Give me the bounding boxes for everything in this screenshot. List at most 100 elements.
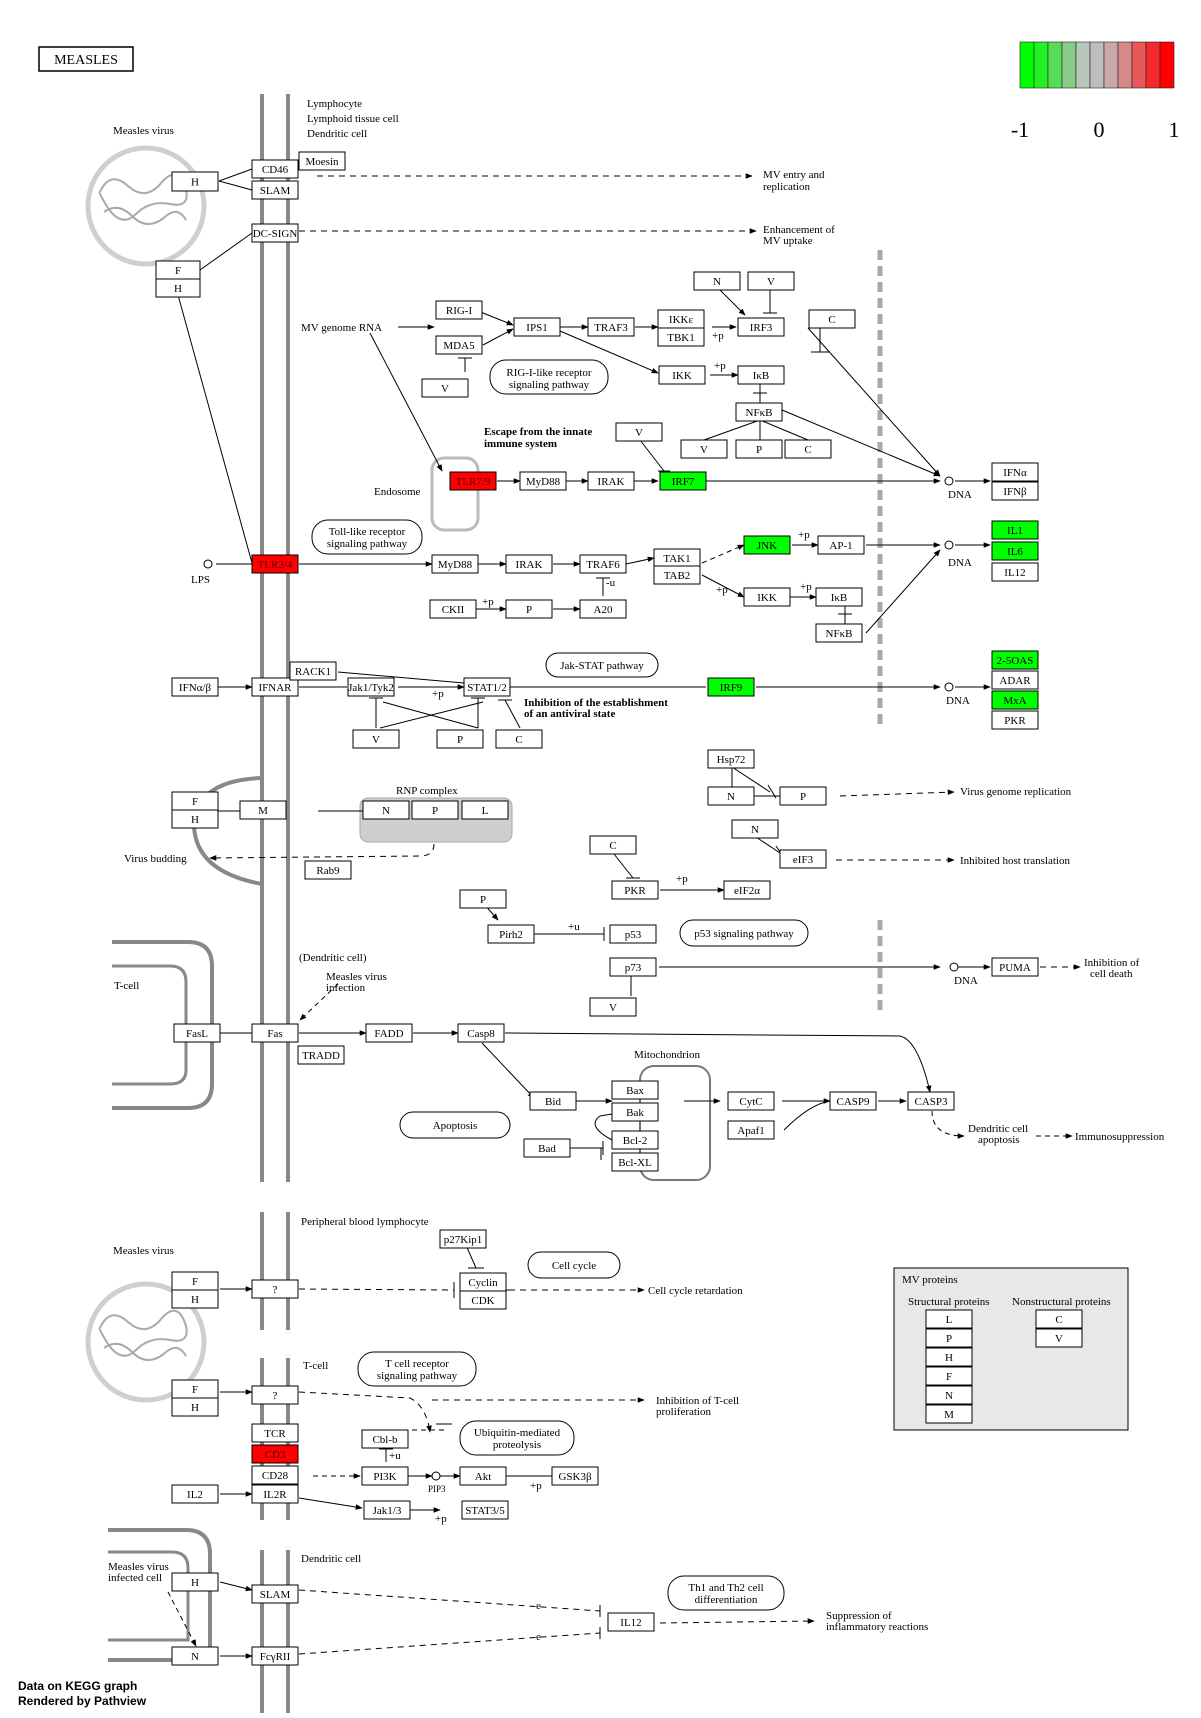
gene-node-ckii[interactable]: CKII bbox=[429, 599, 477, 619]
gene-node-il2r[interactable]: IL2R bbox=[251, 1484, 299, 1504]
gene-node-slam[interactable]: SLAM bbox=[251, 1584, 299, 1604]
gene-node-box[interactable] bbox=[505, 554, 553, 574]
gene-node-2-5oas[interactable]: 2-5OAS bbox=[991, 650, 1039, 670]
pathway-jak-ref[interactable]: Jak-STAT pathway bbox=[545, 652, 659, 678]
gene-node-box[interactable] bbox=[607, 1612, 655, 1632]
gene-node-h[interactable]: H bbox=[171, 171, 219, 192]
pathway-tcr-ref[interactable]: T cell receptor signaling pathway bbox=[357, 1351, 477, 1387]
gene-node-f[interactable]: F bbox=[171, 791, 219, 811]
gene-node-p[interactable]: P bbox=[411, 800, 459, 820]
gene-node-casp3[interactable]: CASP3 bbox=[907, 1091, 955, 1111]
gene-node-cytc[interactable]: CytC bbox=[727, 1091, 775, 1111]
gene-node-f[interactable]: F bbox=[925, 1366, 973, 1386]
gene-node-fc-rii[interactable]: FcγRII bbox=[251, 1646, 299, 1666]
gene-node-cdk[interactable]: CDK bbox=[459, 1290, 507, 1310]
gene-node-box[interactable] bbox=[723, 880, 771, 900]
gene-node-box[interactable] bbox=[991, 670, 1039, 690]
gene-node-box[interactable] bbox=[731, 819, 779, 839]
gene-node-box[interactable] bbox=[347, 677, 395, 697]
gene-node-nf-b[interactable]: NFκB bbox=[735, 402, 783, 422]
gene-node-il12[interactable]: IL12 bbox=[991, 562, 1039, 582]
gene-node-box[interactable] bbox=[611, 1130, 659, 1150]
gene-node-box[interactable] bbox=[461, 1500, 509, 1520]
gene-node-box[interactable] bbox=[707, 677, 755, 697]
pathway-ubiq-ref[interactable]: Ubiquitin-mediated proteolysis bbox=[459, 1420, 575, 1456]
gene-node-box[interactable] bbox=[735, 439, 783, 459]
gene-node-box[interactable] bbox=[487, 924, 535, 944]
gene-node-tcr[interactable]: TCR bbox=[251, 1423, 299, 1443]
gene-node-apaf1[interactable]: Apaf1 bbox=[727, 1120, 775, 1140]
gene-node-box[interactable] bbox=[784, 439, 832, 459]
gene-node-eif2-[interactable]: eIF2α bbox=[723, 880, 771, 900]
gene-node-box[interactable] bbox=[991, 462, 1039, 482]
gene-node-box[interactable] bbox=[925, 1347, 973, 1367]
gene-node-ips1[interactable]: IPS1 bbox=[513, 317, 561, 337]
gene-node-ifn-[interactable]: IFNβ bbox=[991, 481, 1039, 501]
gene-node-box[interactable] bbox=[609, 957, 657, 977]
gene-node-tak1[interactable]: TAK1 bbox=[653, 548, 701, 568]
gene-node-box[interactable] bbox=[579, 599, 627, 619]
gene-node-irf3[interactable]: IRF3 bbox=[737, 317, 785, 337]
gene-node-cd46[interactable]: CD46 bbox=[251, 159, 299, 179]
gene-node-box[interactable] bbox=[815, 587, 863, 607]
gene-node-ikk[interactable]: IKK bbox=[743, 587, 791, 607]
gene-node-m[interactable]: M bbox=[239, 800, 287, 820]
gene-node-box[interactable] bbox=[587, 471, 635, 491]
gene-node-ap-1[interactable]: AP-1 bbox=[817, 535, 865, 555]
gene-node-box[interactable] bbox=[251, 1646, 299, 1666]
gene-node-box[interactable] bbox=[737, 365, 785, 385]
gene-node-p[interactable]: P bbox=[779, 786, 827, 806]
gene-node-pkr[interactable]: PKR bbox=[611, 880, 659, 900]
gene-node-tlr2-4[interactable]: TLR2/4 bbox=[251, 554, 299, 574]
gene-node-box[interactable] bbox=[587, 317, 635, 337]
gene-node-casp9[interactable]: CASP9 bbox=[829, 1091, 877, 1111]
gene-node-gsk3-[interactable]: GSK3β bbox=[551, 1466, 599, 1486]
gene-node-box[interactable] bbox=[727, 1091, 775, 1111]
gene-node-h[interactable]: H bbox=[171, 1572, 219, 1592]
gene-node-c[interactable]: C bbox=[495, 729, 543, 749]
pathway-rig-ref[interactable]: RIG-I-like receptor signaling pathway bbox=[489, 359, 609, 395]
gene-node-box[interactable] bbox=[779, 786, 827, 806]
gene-node-il1[interactable]: IL1 bbox=[991, 520, 1039, 540]
gene-node-irak[interactable]: IRAK bbox=[587, 471, 635, 491]
gene-node-p[interactable]: P bbox=[925, 1328, 973, 1348]
gene-node-bcl-2[interactable]: Bcl-2 bbox=[611, 1130, 659, 1150]
gene-node-box[interactable] bbox=[239, 800, 287, 820]
gene-node-rig-i[interactable]: RIG-I bbox=[435, 300, 483, 320]
gene-node-myd88[interactable]: MyD88 bbox=[519, 471, 567, 491]
gene-node-eif3[interactable]: eIF3 bbox=[779, 849, 827, 869]
gene-node-hsp72[interactable]: Hsp72 bbox=[707, 749, 755, 769]
gene-node-mxa[interactable]: MxA bbox=[991, 690, 1039, 710]
gene-node-jak1-tyk2[interactable]: Jak1/Tyk2 bbox=[347, 677, 395, 697]
gene-node-box[interactable] bbox=[513, 317, 561, 337]
gene-node-i-b[interactable]: IκB bbox=[737, 365, 785, 385]
gene-node-box[interactable] bbox=[173, 1023, 221, 1043]
gene-node-stat1-2[interactable]: STAT1/2 bbox=[463, 677, 511, 697]
gene-node-ifnar[interactable]: IFNAR bbox=[251, 677, 299, 697]
gene-node-box[interactable] bbox=[991, 957, 1039, 977]
gene-node-rack1[interactable]: RACK1 bbox=[289, 661, 337, 681]
gene-node-box[interactable] bbox=[436, 729, 484, 749]
gene-node-box[interactable] bbox=[251, 1465, 299, 1485]
gene-node-jak1-3[interactable]: Jak1/3 bbox=[363, 1500, 411, 1520]
gene-node-box[interactable] bbox=[589, 835, 637, 855]
gene-node-box[interactable] bbox=[589, 997, 637, 1017]
pathway-cellcycle-ref[interactable]: Cell cycle bbox=[527, 1251, 621, 1279]
gene-node-box[interactable] bbox=[429, 599, 477, 619]
gene-node-box[interactable] bbox=[251, 1279, 299, 1299]
gene-node-fas[interactable]: Fas bbox=[251, 1023, 299, 1043]
gene-node-box[interactable] bbox=[743, 587, 791, 607]
gene-node-ifn-[interactable]: IFNα bbox=[991, 462, 1039, 482]
gene-node-box[interactable] bbox=[304, 860, 352, 880]
gene-node-box[interactable] bbox=[251, 1484, 299, 1504]
gene-node-cbl-b[interactable]: Cbl-b bbox=[361, 1429, 409, 1449]
gene-node-box[interactable] bbox=[251, 1023, 299, 1043]
gene-node-box[interactable] bbox=[171, 677, 219, 697]
gene-node-box[interactable] bbox=[361, 1429, 409, 1449]
gene-node-f[interactable]: F bbox=[171, 1379, 219, 1399]
gene-node-box[interactable] bbox=[495, 729, 543, 749]
gene-node-traf6[interactable]: TRAF6 bbox=[579, 554, 627, 574]
gene-node-box[interactable] bbox=[991, 541, 1039, 561]
gene-node-box[interactable] bbox=[463, 677, 511, 697]
gene-node-irak[interactable]: IRAK bbox=[505, 554, 553, 574]
